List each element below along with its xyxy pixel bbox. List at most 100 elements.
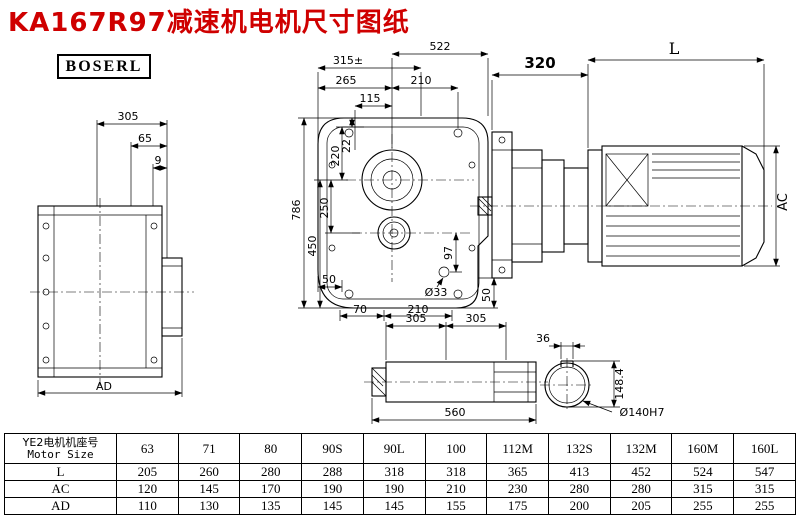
table-cell: 145 (177, 480, 241, 498)
dim-210-top: 210 (411, 74, 432, 87)
bolt-hole (453, 128, 463, 138)
output-flange (161, 257, 183, 337)
bolt-hole (328, 244, 336, 252)
gearbox-front-view: 522 315± 265 210 115 786 450 250 220 22 … (290, 40, 498, 321)
table-cell: 452 (609, 463, 673, 481)
table-cell: 255 (671, 497, 735, 515)
bolt-hole (42, 322, 50, 330)
dim-560: 560 (445, 406, 466, 419)
dim-305-left: 305 (118, 110, 139, 123)
bolt-hole (344, 289, 354, 299)
table-cell: 130 (177, 497, 241, 515)
col-header-100: 100 (424, 433, 488, 464)
table-cell: 190 (301, 480, 364, 498)
dim-450: 450 (306, 236, 319, 257)
col-header-80: 80 (239, 433, 303, 464)
dim-115: 115 (360, 92, 381, 105)
dim-315: 315± (333, 54, 363, 67)
bolt-hole (328, 161, 336, 169)
dim-265: 265 (336, 74, 357, 87)
row-label-AD: AD (4, 497, 117, 515)
dim-AD: AD (96, 380, 112, 393)
dim-bore-140H7: Ø140H7 (620, 406, 665, 419)
table-cell: 260 (177, 463, 241, 481)
col-header-63: 63 (116, 433, 179, 464)
col-header-71: 71 (177, 433, 241, 464)
table-cell: 280 (548, 480, 611, 498)
gearbox-flange (491, 131, 513, 279)
bore-end-view: 36 148.4 Ø140H7 (536, 332, 664, 419)
dim-50-left: 50 (322, 273, 336, 286)
technical-drawing: 305 65 9 AD (30, 39, 791, 424)
drain-hole (438, 266, 450, 278)
col-header-90S: 90S (301, 433, 364, 464)
table-cell: 365 (486, 463, 550, 481)
table-cell: 318 (362, 463, 426, 481)
bolt-hole (468, 161, 476, 169)
col-header-90L: 90L (362, 433, 426, 464)
table-cell: 205 (609, 497, 673, 515)
table-cell: 524 (671, 463, 735, 481)
dim-9: 9 (155, 154, 162, 167)
bolt-hole (42, 254, 50, 262)
brand-logo-box: BOSERL (57, 54, 151, 79)
motor-size-header-zh: YE2电机机座号 (22, 435, 99, 449)
dim-786: 786 (290, 200, 303, 221)
row-label-L: L (4, 463, 117, 481)
motor-size-header: YE2电机机座号 Motor Size (4, 433, 117, 464)
bolt-hole (42, 356, 50, 364)
col-header-160M: 160M (671, 433, 735, 464)
dim-220: 220 (329, 146, 342, 167)
dim-522: 522 (430, 40, 451, 53)
dim-148-4: 148.4 (613, 368, 626, 400)
table-cell: 175 (486, 497, 550, 515)
bolt-hole (344, 128, 354, 138)
col-header-132S: 132S (548, 433, 611, 464)
dim-50-right: 50 (480, 288, 493, 302)
dim-65: 65 (138, 132, 152, 145)
dim-305-b: 305 (466, 312, 487, 325)
table-cell: 315 (733, 480, 796, 498)
dim-L: L (669, 39, 680, 58)
table-cell: 255 (733, 497, 796, 515)
table-cell: 413 (548, 463, 611, 481)
dim-hole-33: Ø33 (425, 286, 448, 299)
table-cell: 170 (239, 480, 303, 498)
table-cell: 210 (424, 480, 488, 498)
table-cell: 230 (486, 480, 550, 498)
gearbox-side-view: 305 65 9 AD (30, 110, 194, 397)
col-header-132M: 132M (609, 433, 673, 464)
dim-97: 97 (442, 246, 455, 260)
motor-assembly-view: 320 L AC (470, 39, 791, 279)
motor-size-header-en: Motor Size (27, 447, 94, 461)
row-label-AC: AC (4, 480, 117, 498)
table-cell: 145 (301, 497, 364, 515)
table-cell: 547 (733, 463, 796, 481)
dim-250: 250 (318, 198, 331, 219)
table-cell: 280 (239, 463, 303, 481)
bolt-hole (150, 222, 158, 230)
housing-outline (317, 117, 489, 309)
table-cell: 280 (609, 480, 673, 498)
table-cell: 120 (116, 480, 179, 498)
table-cell: 190 (362, 480, 426, 498)
table-cell: 318 (424, 463, 488, 481)
bolt-hole (498, 266, 506, 274)
table-cell: 110 (116, 497, 179, 515)
bolt-hole (498, 136, 506, 144)
page-title: KA167R97减速机电机尺寸图纸 (8, 8, 410, 38)
dim-36: 36 (536, 332, 550, 345)
bolt-hole (453, 289, 463, 299)
table-cell: 135 (239, 497, 303, 515)
dim-320: 320 (524, 54, 555, 72)
dim-22: 22 (340, 139, 353, 153)
table-cell: 155 (424, 497, 488, 515)
dim-AC: AC (776, 193, 791, 211)
brand-logo-text: BOSERL (65, 57, 143, 75)
dim-305-a: 305 (406, 312, 427, 325)
